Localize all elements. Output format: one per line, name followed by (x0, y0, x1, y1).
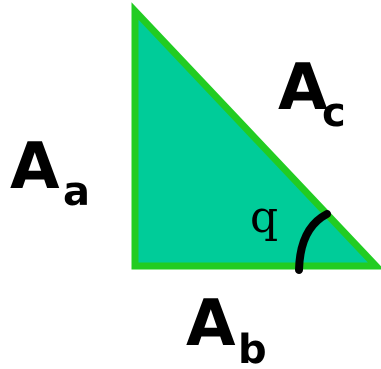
side-label-b-subscript: b (238, 327, 267, 369)
side-label-a: A a (10, 130, 90, 215)
side-label-c-main: A (278, 51, 328, 125)
side-label-c: A c (278, 51, 346, 136)
angle-label: q (250, 192, 278, 243)
side-label-a-subscript: a (63, 169, 90, 215)
side-label-c-subscript: c (322, 90, 346, 136)
right-triangle (131, 2, 381, 270)
side-label-a-main: A (10, 130, 60, 204)
angle-arc (295, 210, 331, 274)
side-label-b-main: A (186, 287, 236, 361)
side-label-b: A b (186, 287, 267, 369)
